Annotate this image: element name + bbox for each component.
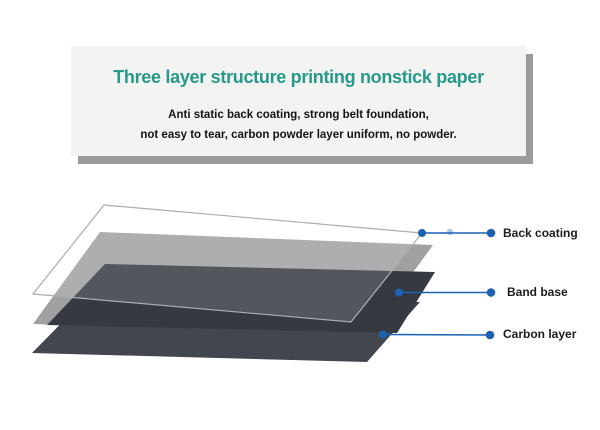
back-coating-label: Back coating	[503, 226, 578, 240]
carbon-layer-anchor-dot	[379, 330, 387, 339]
back-coating-sheet	[31, 204, 424, 323]
back-coating-anchor-dot	[418, 229, 426, 237]
page-title: Three layer structure printing nonstick …	[113, 67, 484, 87]
carbon-layer-label-dot	[485, 330, 495, 340]
back-coating-label-dot	[486, 228, 496, 238]
band-base-label-dot	[486, 288, 496, 297]
carbon-layer-connector-line	[382, 333, 491, 336]
band-base-sheet	[47, 264, 435, 333]
subtitle-line-2: not easy to tear, carbon powder layer un…	[140, 129, 457, 141]
back-coating-mid-dot	[446, 228, 454, 236]
band-base-label: Band base	[507, 285, 568, 299]
subtitle-line-1: Anti static back coating, strong belt fo…	[168, 109, 429, 121]
header-card: Three layer structure printing nonstick …	[71, 46, 526, 156]
carbon-layer-label: Carbon layer	[503, 327, 577, 341]
band-base-anchor-dot	[395, 288, 403, 297]
